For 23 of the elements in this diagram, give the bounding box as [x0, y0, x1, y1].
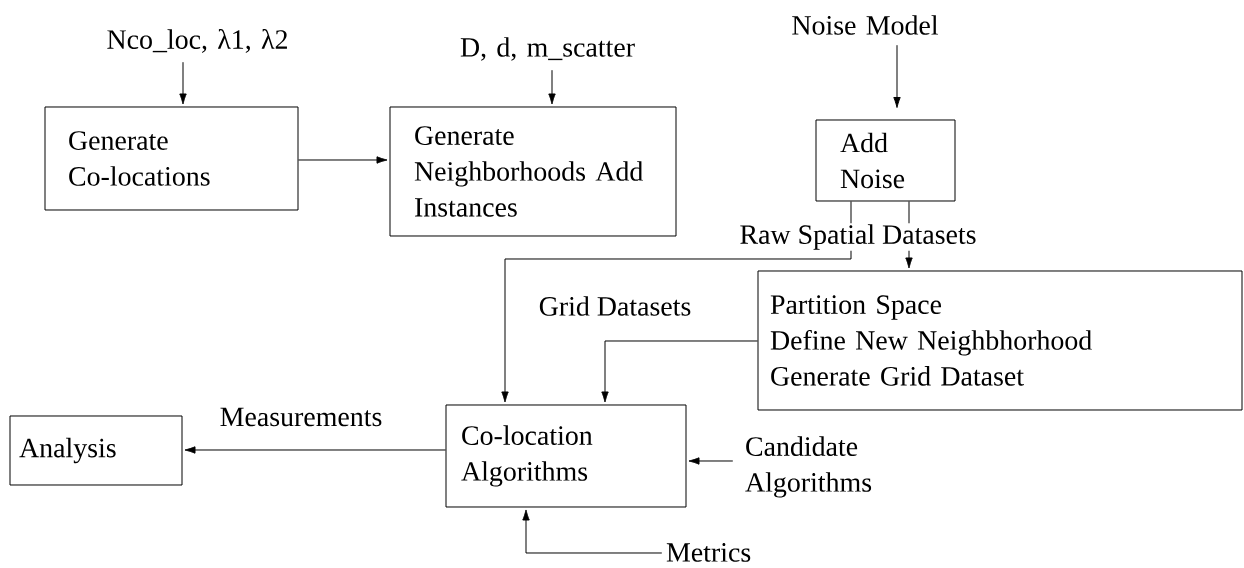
- input-label: Metrics: [666, 543, 751, 562]
- arrow: [548, 69, 556, 105]
- input-label: Candidate Algorithms: [745, 436, 872, 498]
- arrow: [688, 457, 734, 465]
- arrow: [184, 446, 446, 454]
- arrow: [893, 44, 901, 108]
- arrow: [601, 340, 758, 403]
- process-box: Generate Neighborhoods Add Instances: [389, 106, 677, 237]
- arrow: [522, 509, 663, 554]
- process-box: Partition Space Define New Neighbhorhood Generate Grid Dataset: [757, 270, 1243, 411]
- process-box: Generate Co-locations: [44, 106, 299, 211]
- arrow: [501, 201, 852, 403]
- edge-label: Grid Datasets: [537, 295, 693, 317]
- input-label: Noise Model: [792, 15, 939, 35]
- arrow: [298, 156, 388, 164]
- edge-label: Raw Spatial Datasets: [738, 223, 978, 251]
- arrow: [179, 61, 187, 105]
- process-box: Add Noise: [815, 119, 956, 202]
- process-box: Co-location Algorithms: [445, 404, 687, 508]
- input-label: Nco_loc, λ1, λ2: [107, 29, 287, 53]
- input-label: D, d, m_scatter: [460, 37, 635, 61]
- process-box: Analysis: [9, 415, 183, 486]
- edge-label: Measurements: [218, 406, 384, 428]
